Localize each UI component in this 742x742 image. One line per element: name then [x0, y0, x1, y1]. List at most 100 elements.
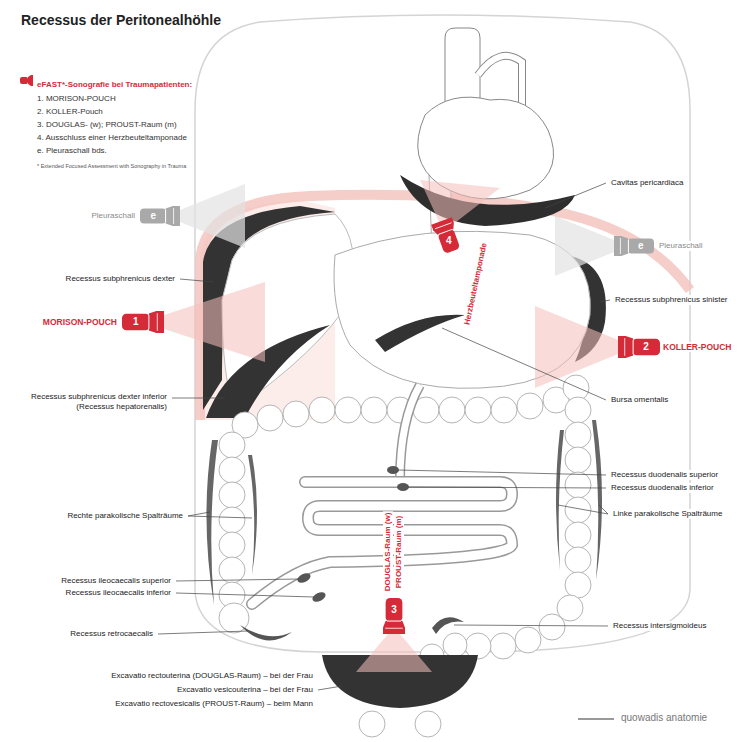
callout-number: e [638, 241, 644, 251]
probe-body [632, 339, 660, 356]
leader-line [545, 183, 606, 208]
colon-segment [219, 507, 245, 533]
part-name: Excavatio rectovesicalis (PROUST-Raum) –… [114, 699, 314, 709]
watermark: quowadis anatomie [620, 713, 708, 723]
colon-segment [219, 482, 245, 508]
small-intestine [252, 482, 512, 604]
probe-body [122, 314, 150, 331]
probe-divider [157, 313, 158, 331]
probe-marker: 3DOUGLAS-Raum (w)PROUST-Raum (m) [383, 598, 405, 634]
icon-head [28, 75, 33, 86]
part-name: Recessus subphrenicus sinister [614, 295, 729, 305]
part-name: Excavatio rectouterina (DOUGLAS-Raum) – … [110, 671, 314, 681]
probe-divider [148, 315, 149, 329]
bladder [359, 711, 385, 737]
torso-outline [195, 15, 690, 652]
diagram-title: Recessus der Peritonealhöhle [20, 12, 222, 28]
leader-line [188, 512, 210, 516]
callout-number: 1 [133, 317, 139, 327]
ultrasound-beam [535, 306, 618, 388]
probe-marker: 4Herzbeuteltamponade [436, 220, 458, 252]
leader-line [318, 686, 342, 690]
colon-segment [565, 397, 591, 423]
callout-number: 2 [643, 342, 649, 352]
probe-divider [385, 628, 403, 629]
probe-marker: 2KOLLER-POUCH [618, 336, 660, 358]
leader-line [176, 593, 314, 597]
diaphragm-band [200, 195, 690, 420]
probe-body [140, 208, 166, 223]
part-name: Recessus intersigmoideus [612, 621, 707, 631]
colon-segment [490, 633, 516, 659]
pericardial-cavity [400, 175, 575, 226]
colon-segment [517, 393, 543, 419]
colon-segment [309, 397, 335, 423]
efast-icon [20, 75, 33, 86]
colon-segment [219, 557, 245, 583]
leader-line [398, 470, 606, 475]
callout-number: e [150, 211, 156, 221]
probe-divider [633, 340, 634, 354]
duodenal-recess [397, 483, 409, 491]
part-name: Rechte parakolische Spalträume [66, 511, 184, 521]
colon-segment [443, 633, 467, 657]
probe-group [614, 236, 654, 256]
colon-segment [565, 472, 591, 498]
efast-heading: eFAST*-Sonografie bei Traumapatienten: [36, 80, 193, 90]
colon-segment [539, 614, 565, 640]
part-name: Recessus duodenalis inferior [610, 483, 715, 493]
part-name: Recessus ileocaecalis inferior [65, 588, 172, 598]
probe-label: Pleuraschall [658, 241, 704, 251]
probe-group [122, 311, 164, 333]
probe-body [386, 598, 403, 622]
probe-head [166, 206, 180, 226]
ultrasound-beam [180, 184, 245, 248]
probe-head [614, 236, 628, 256]
intersigmoid-recess [432, 617, 464, 634]
probe-group [140, 206, 180, 226]
leader-line [558, 505, 608, 514]
ultrasound-probe [383, 598, 405, 634]
part-name: Excavatio vesicouterina – bei der Frau [176, 685, 314, 695]
retrocaecal-recess [240, 625, 292, 641]
leader-line [158, 631, 248, 634]
probe-marker: 1MORISON-POUCH [122, 311, 164, 333]
probe-head [383, 621, 405, 634]
leader-line [408, 487, 606, 488]
probe-divider [387, 621, 401, 622]
paracolic-gutter [248, 455, 257, 575]
probe-label: DOUGLAS-Raum (w) [383, 512, 393, 593]
part-name: Recessus duodenalis superior [610, 470, 719, 480]
colon-segment [465, 397, 491, 423]
probe-group [618, 336, 660, 358]
probe-head [149, 311, 164, 333]
probe-divider [165, 210, 166, 223]
efast-item: 3. DOUGLAS- (w); PROUST-Raum (m) [36, 120, 178, 130]
callout-number: 4 [446, 236, 452, 246]
uterus [415, 711, 441, 737]
icon-body [20, 77, 28, 84]
part-name: Recessus subphrenicus dexter [65, 274, 176, 284]
paracolic-gutter [556, 430, 564, 570]
efast-item: 1. MORISON-POUCH [36, 94, 117, 104]
part-name: Cavitas pericardiaca [610, 178, 684, 188]
part-name: Recessus ileocaecalis superior [60, 576, 172, 586]
efast-item: e. Pleuraschall bds. [36, 146, 108, 156]
part-name: Bursa omentalis [610, 395, 669, 405]
leader-line [454, 625, 608, 626]
ultrasound-beam [356, 634, 432, 672]
colon-segment [565, 547, 591, 573]
great-vessel [445, 28, 480, 105]
probe-group [383, 598, 405, 634]
ultrasound-probe [618, 336, 660, 358]
ultrasound-beam [420, 180, 500, 224]
probe-head [431, 217, 456, 235]
leader-line [600, 300, 610, 302]
colon-segment [335, 397, 361, 423]
ultrasound-probe [140, 206, 180, 226]
leader-line [172, 398, 225, 399]
duodenal-recess [387, 466, 399, 474]
ultrasound-probe [614, 236, 654, 256]
colon-segment [219, 432, 245, 458]
